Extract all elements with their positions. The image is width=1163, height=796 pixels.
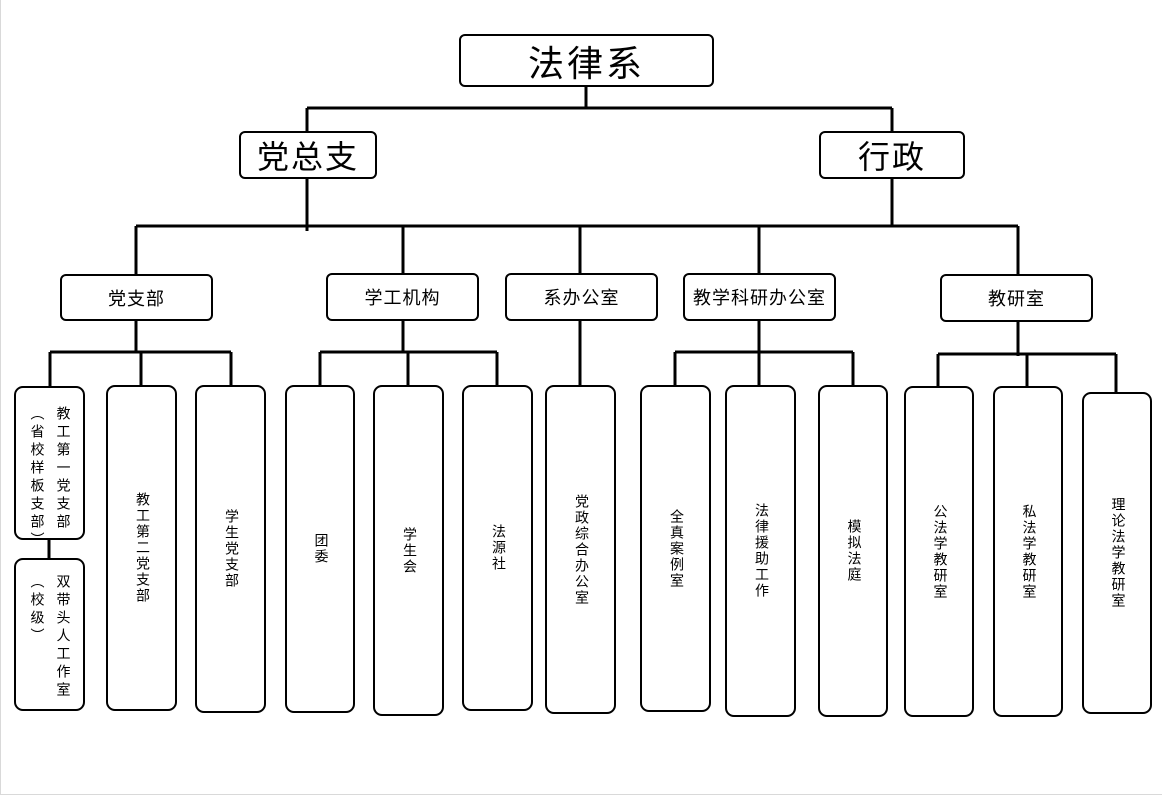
legal-aid-label: 法律援助工作: [753, 503, 769, 599]
legal-theory-section-node: 理论法学教研室: [1082, 392, 1152, 714]
faculty-branch-1-note: （省校样板支部）: [28, 406, 45, 550]
party-branch-label: 党支部: [108, 288, 165, 310]
youth-league-label: 团委: [312, 533, 329, 565]
fayuan-society-node: 法源社: [462, 385, 533, 711]
student-affairs-label: 学工机构: [364, 288, 441, 309]
public-law-section-node: 公法学教研室: [904, 386, 974, 717]
legal-theory-section-label: 理论法学教研室: [1109, 497, 1126, 609]
student-branch-node: 学生党支部: [195, 385, 266, 713]
student-union-label: 学生会: [401, 526, 417, 575]
legal-aid-node: 法律援助工作: [725, 385, 796, 717]
administration-label: 行政: [857, 138, 926, 176]
student-union-node: 学生会: [373, 385, 444, 716]
case-room-label: 全真案例室: [668, 508, 684, 589]
root-label: 法律系: [527, 43, 645, 85]
research-section-node: 教研室: [940, 274, 1093, 322]
dual-leader-studio-label: 双带头人工作室: [54, 574, 71, 700]
teaching-research-office-node: 教学科研办公室: [683, 273, 836, 321]
general-office-label: 党政综合办公室: [573, 493, 589, 606]
private-law-section-label: 私法学教研室: [1020, 503, 1037, 600]
party-committee-label: 党总支: [256, 138, 359, 176]
fayuan-society-label: 法源社: [490, 524, 506, 572]
faculty-branch-2-node: 教工第二党支部: [106, 385, 177, 711]
research-section-label: 教研室: [988, 289, 1045, 310]
moot-court-node: 模拟法庭: [818, 385, 888, 717]
dept-office-label: 系办公室: [543, 288, 620, 309]
public-law-section-label: 公法学教研室: [931, 503, 948, 600]
youth-league-node: 团委: [285, 385, 355, 713]
moot-court-label: 模拟法庭: [845, 519, 862, 583]
party-branch-node: 党支部: [60, 274, 213, 321]
party-committee-node: 党总支: [239, 131, 377, 179]
root-node: 法律系: [459, 34, 714, 87]
faculty-branch-1-node: 教工第一党支部 （省校样板支部）: [14, 386, 85, 550]
administration-node: 行政: [819, 131, 965, 179]
dual-leader-studio-node: 双带头人工作室 （校级）: [14, 558, 85, 711]
faculty-branch-2-label: 教工第二党支部: [134, 492, 150, 604]
general-office-node: 党政综合办公室: [545, 385, 616, 714]
faculty-branch-1-label: 教工第一党支部: [54, 406, 71, 532]
private-law-section-node: 私法学教研室: [993, 386, 1063, 717]
student-affairs-node: 学工机构: [326, 273, 479, 321]
dual-leader-studio-note: （校级）: [28, 574, 45, 646]
student-branch-label: 学生党支部: [223, 509, 239, 589]
case-room-node: 全真案例室: [640, 385, 711, 712]
dept-office-node: 系办公室: [505, 273, 658, 321]
teaching-research-office-label: 教学科研办公室: [693, 288, 826, 309]
